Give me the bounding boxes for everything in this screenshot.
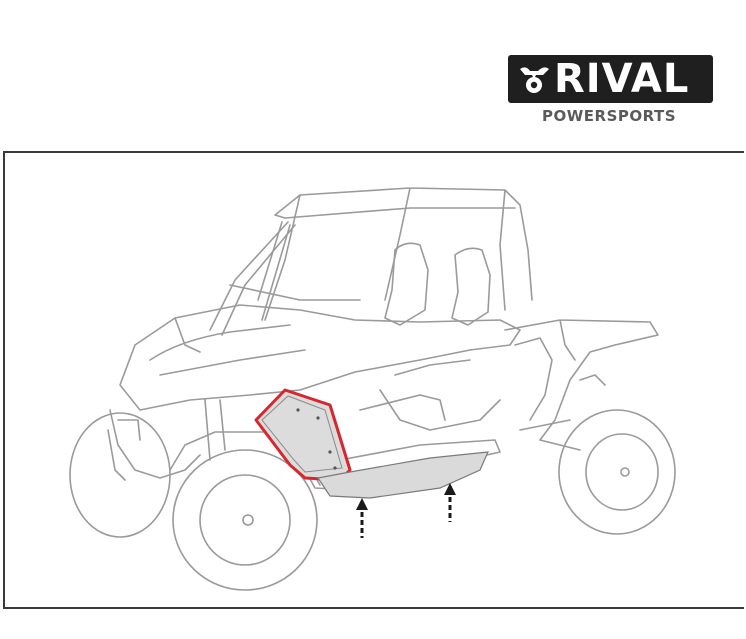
seat-right (451, 247, 491, 326)
arrow-up-icon (444, 483, 456, 522)
arrow-up-icon (356, 498, 368, 538)
rear-wheel-left (69, 412, 171, 538)
brand-logo: RIVAL (508, 55, 713, 103)
windshield (209, 221, 361, 336)
brand-name: RIVAL (554, 56, 690, 102)
rear-wheel (558, 409, 676, 535)
rival-mark-icon (520, 67, 549, 93)
front-body (119, 304, 521, 411)
illustration-frame (3, 151, 744, 609)
rocker-panel (316, 451, 489, 499)
brand-subtitle: POWERSPORTS (542, 107, 677, 125)
install-arrows (356, 483, 456, 538)
front-bumper (109, 409, 201, 479)
rear-fender (504, 319, 659, 441)
seat-left (384, 242, 429, 326)
roll-cage (264, 187, 533, 321)
highlighted-panel (254, 388, 352, 482)
front-wheel (172, 449, 318, 591)
